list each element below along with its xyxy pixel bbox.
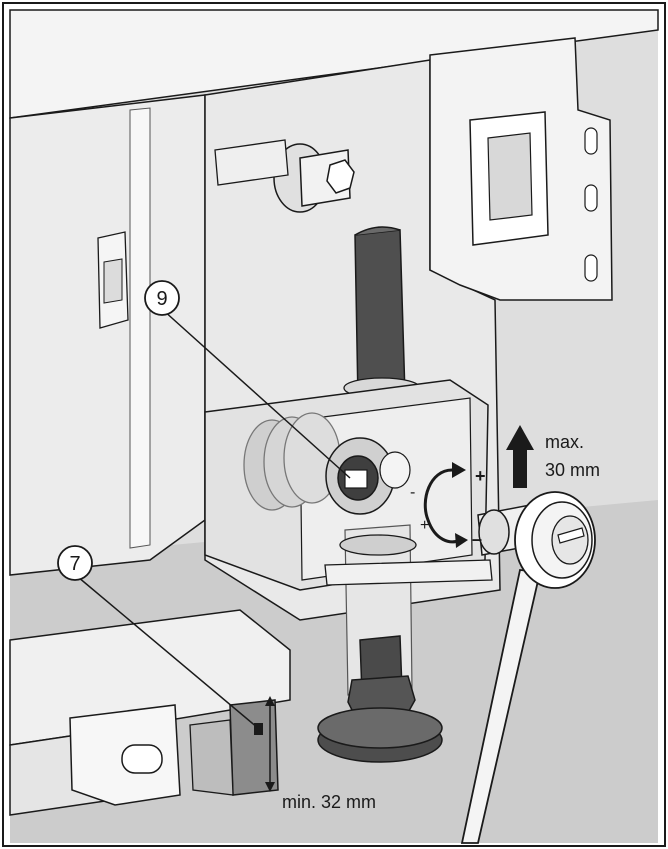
foot-base-top xyxy=(317,707,443,749)
bracket-slot-1 xyxy=(584,127,598,155)
up-arrow-shaft xyxy=(513,448,527,488)
bracket-slot-2 xyxy=(584,184,598,212)
leader-line-7 xyxy=(77,576,259,729)
min-label: min. 32 mm xyxy=(282,792,376,812)
plus-sign-right: + xyxy=(475,466,486,486)
side-clip-inner xyxy=(103,258,123,304)
callout-circle-7 xyxy=(57,545,93,581)
minus-sign-left: - xyxy=(410,484,415,501)
panel-edge xyxy=(129,107,151,549)
max-label-line1: max. xyxy=(545,432,584,452)
callout-label-7: 7 xyxy=(69,553,80,575)
min-arrow-head-bottom xyxy=(265,782,275,792)
spacer-mark xyxy=(254,723,263,735)
callout-label-9: 9 xyxy=(156,288,167,310)
lower-nut xyxy=(339,534,417,556)
max-label-line2: 30 mm xyxy=(545,460,600,480)
leader-line-9 xyxy=(162,309,351,479)
rotation-arrow xyxy=(423,468,461,544)
callout-circle-9 xyxy=(144,280,180,316)
base-clip-slot xyxy=(121,744,163,774)
screw-head-slot xyxy=(344,469,368,489)
bracket-slot-3 xyxy=(584,254,598,282)
rotation-arrow-head-bottom xyxy=(455,533,468,548)
appliance-side-panel xyxy=(9,94,206,576)
adjustment-shaft xyxy=(354,229,406,401)
top-bolt-rod xyxy=(214,139,289,186)
cabinet-underside xyxy=(9,9,659,119)
min-arrow-head-top xyxy=(265,696,275,706)
up-arrow-head xyxy=(506,425,534,450)
screw-end xyxy=(379,451,411,489)
hex-socket xyxy=(326,159,355,194)
wrench-socket xyxy=(478,509,510,555)
rotation-arrow-head-top xyxy=(452,462,466,478)
plus-sign-left: + xyxy=(420,517,429,534)
shaft-top xyxy=(354,226,401,236)
minus-sign-right: – xyxy=(472,529,482,549)
spacer-block xyxy=(229,699,279,796)
lower-plate xyxy=(324,559,493,586)
spacer-block-side xyxy=(189,719,234,796)
bracket-window-inner xyxy=(487,132,533,221)
wrench-knob-grip xyxy=(557,527,585,544)
